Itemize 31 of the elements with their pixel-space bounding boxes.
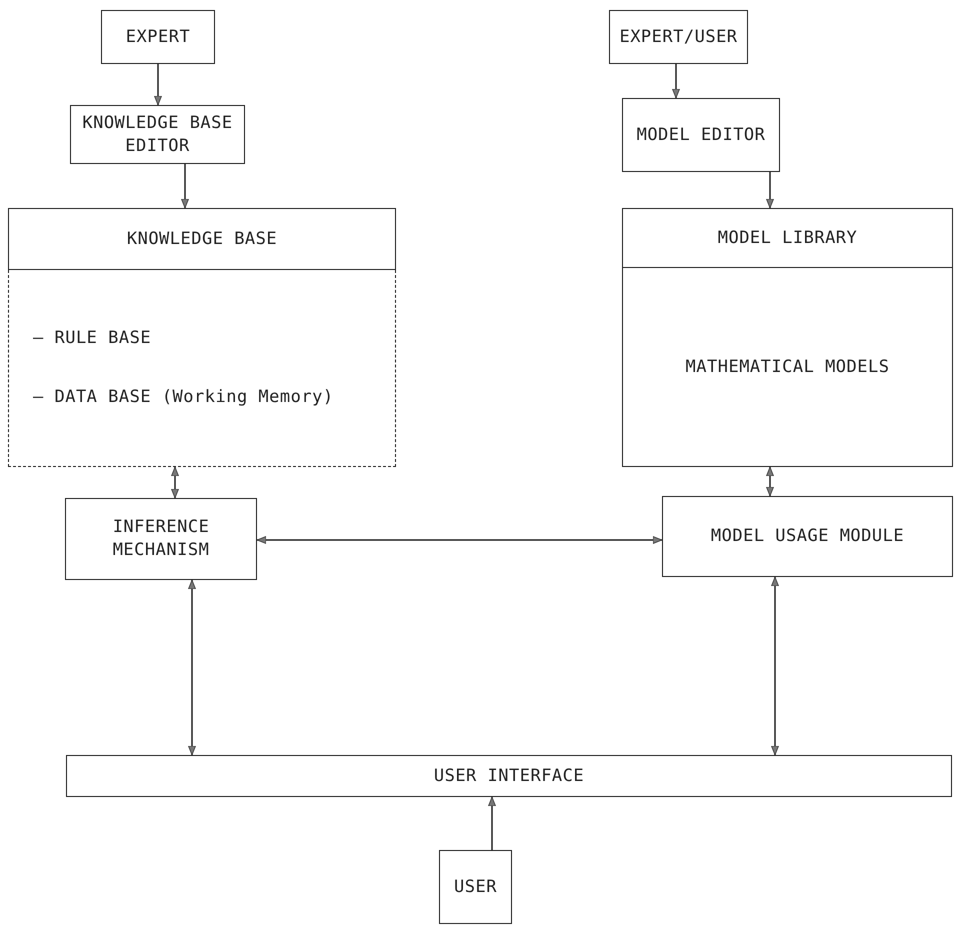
box-label: USER xyxy=(454,876,497,898)
arrow xyxy=(256,536,662,544)
content-text: – RULE BASE xyxy=(33,327,152,350)
box-label: INFERENCE MECHANISM xyxy=(112,516,210,562)
box-label: USER INTERFACE xyxy=(434,764,584,788)
process-box xyxy=(66,755,952,797)
process-box xyxy=(65,498,257,580)
box-label: MODEL EDITOR xyxy=(636,124,766,146)
process-box xyxy=(662,496,953,577)
process-box xyxy=(70,105,245,164)
arrow xyxy=(171,466,179,498)
arrow xyxy=(181,164,189,208)
box-title: KNOWLEDGE BASE xyxy=(126,228,278,250)
arrow xyxy=(766,172,774,208)
process-box xyxy=(439,850,512,924)
box-title: MODEL LIBRARY xyxy=(718,226,858,250)
process-box xyxy=(101,10,215,64)
box-label: EXPERT/USER xyxy=(619,26,738,48)
box-label: MODEL USAGE MODULE xyxy=(710,525,904,548)
process-box xyxy=(609,10,748,64)
arrow xyxy=(672,64,680,98)
arrow xyxy=(771,576,779,756)
arrow xyxy=(188,580,196,756)
arrow xyxy=(488,796,496,850)
content-text: MATHEMATICAL MODELS xyxy=(686,356,890,378)
process-box xyxy=(622,98,780,172)
content-text: – DATA BASE (Working Memory) xyxy=(33,386,334,409)
arrow xyxy=(154,64,162,106)
arrow xyxy=(766,466,774,496)
box-label: KNOWLEDGE BASE EDITOR xyxy=(81,112,234,158)
box-label: EXPERT xyxy=(126,26,190,48)
